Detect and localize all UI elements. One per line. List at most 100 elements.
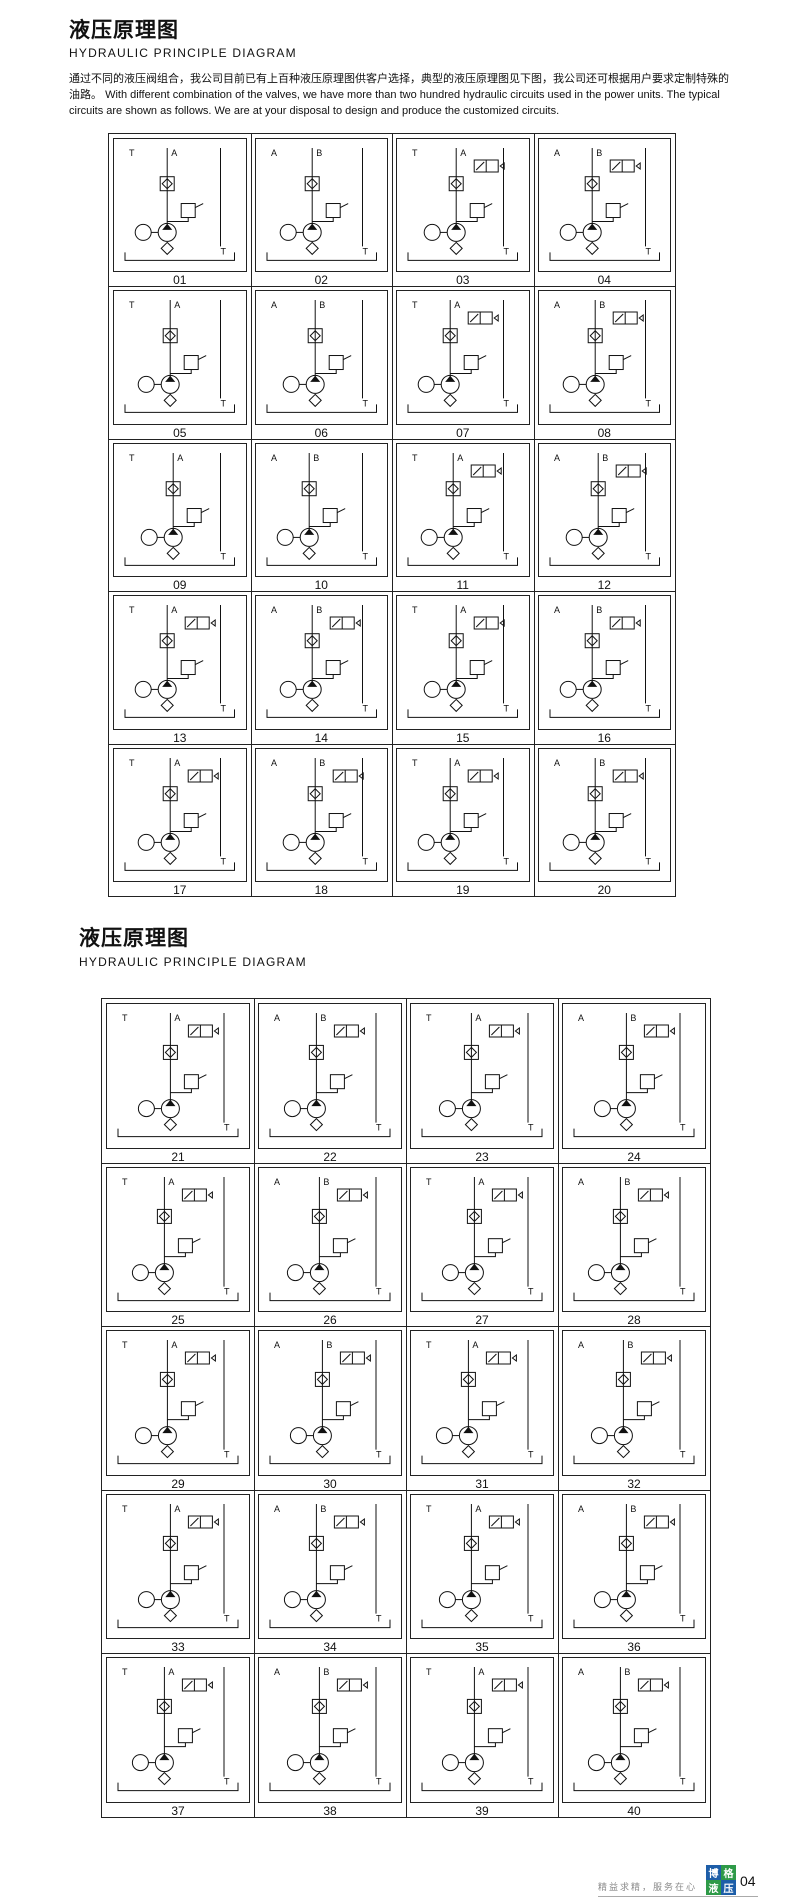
tank-line [573,1455,695,1465]
solenoid-icon [663,1190,669,1199]
pump-arrow-icon [618,1426,629,1434]
circuit-frame [396,442,530,578]
port-label: B [596,148,602,158]
motor-icon [420,528,438,546]
pump-icon [305,375,325,395]
solenoid-icon [496,466,502,475]
relief-valve-icon [608,812,624,828]
port-label: B [323,1177,329,1187]
relief-valve-icon [463,355,479,371]
relief-valve-icon [636,1401,652,1417]
port-label: T [504,856,510,866]
port-label: A [274,1504,280,1514]
relief-valve-icon [487,1728,503,1744]
circuit-frame [562,1166,706,1313]
relief-valve-icon [186,507,202,523]
diamond-icon [308,787,321,800]
section2-title-en: HYDRAULIC PRINCIPLE DIAGRAM [79,955,307,969]
port-label: B [320,1013,326,1023]
spring-icon [654,1565,663,1570]
port-label: A [554,148,560,158]
solenoid-icon [663,1681,669,1690]
relief-line [626,1088,648,1094]
port-label: T [224,1286,230,1296]
port-label: B [624,1667,630,1677]
circuit-frame [396,595,530,730]
relief-valve-icon [463,812,479,828]
circuit-frame [410,1330,554,1476]
diamond-icon [161,635,173,647]
port-label: B [323,1667,329,1677]
grid-divider [102,1653,710,1655]
motor-icon [438,1590,456,1608]
pump-arrow-icon [586,680,597,688]
relief-valve-icon [328,355,344,371]
circuit-frame [254,595,388,730]
relief-line [594,827,617,832]
filter-icon [464,1117,479,1132]
tank-line [421,1619,543,1628]
tank-line [407,557,518,566]
arrow-icon [184,1681,193,1690]
company-logo: 博 格 液 压 [706,1865,736,1895]
filter-icon [584,698,599,713]
port-label: T [221,704,227,714]
port-label: B [599,300,605,310]
diamond-icon [620,1046,633,1059]
tank-line [421,1455,543,1465]
diamond-icon [164,330,176,342]
filter-icon [163,851,177,865]
port-label: T [426,1013,432,1023]
check-valve-icon [314,1372,330,1388]
port-label: A [174,1504,180,1514]
port-label: B [630,1504,636,1514]
relief-valve-icon [325,203,341,219]
tank-line [549,557,660,566]
motor-icon [140,528,158,546]
solenoid-icon [493,771,499,780]
circuit-frame [410,1657,554,1803]
intro-en: With different combination of the valves… [69,89,720,117]
circuit-frame [254,290,388,425]
filter-icon [587,394,602,408]
port-label: A [271,148,277,158]
solenoid-icon [357,771,364,780]
relief-line [471,1088,493,1094]
spring-icon [347,1728,356,1734]
tank-line [266,252,377,261]
relief-valve-icon [633,1237,649,1253]
spring-icon [195,1401,204,1407]
arrow-icon [643,1353,652,1363]
check-valve-icon [466,1208,482,1224]
port-label: A [457,453,463,463]
circuit-number: 14 [314,730,328,745]
pump-arrow-icon [306,223,317,230]
solenoid-icon [640,466,647,475]
spring-icon [651,1401,660,1407]
arrow-icon [491,1517,500,1527]
solenoid-icon [359,1027,365,1035]
pump-arrow-icon [466,1099,477,1107]
port-label: B [319,300,325,310]
filter-icon [166,546,180,560]
circuit-number: 11 [456,578,469,593]
relief-valve-icon [329,1074,345,1090]
relief-valve-icon [328,812,344,828]
port-label: A [274,1013,280,1023]
circuit-number: 22 [323,1149,337,1164]
diamond-icon [167,482,179,495]
relief-line [314,827,337,832]
relief-valve-icon [183,812,199,828]
circuit-frame [562,1003,706,1149]
tank-line [124,861,235,871]
